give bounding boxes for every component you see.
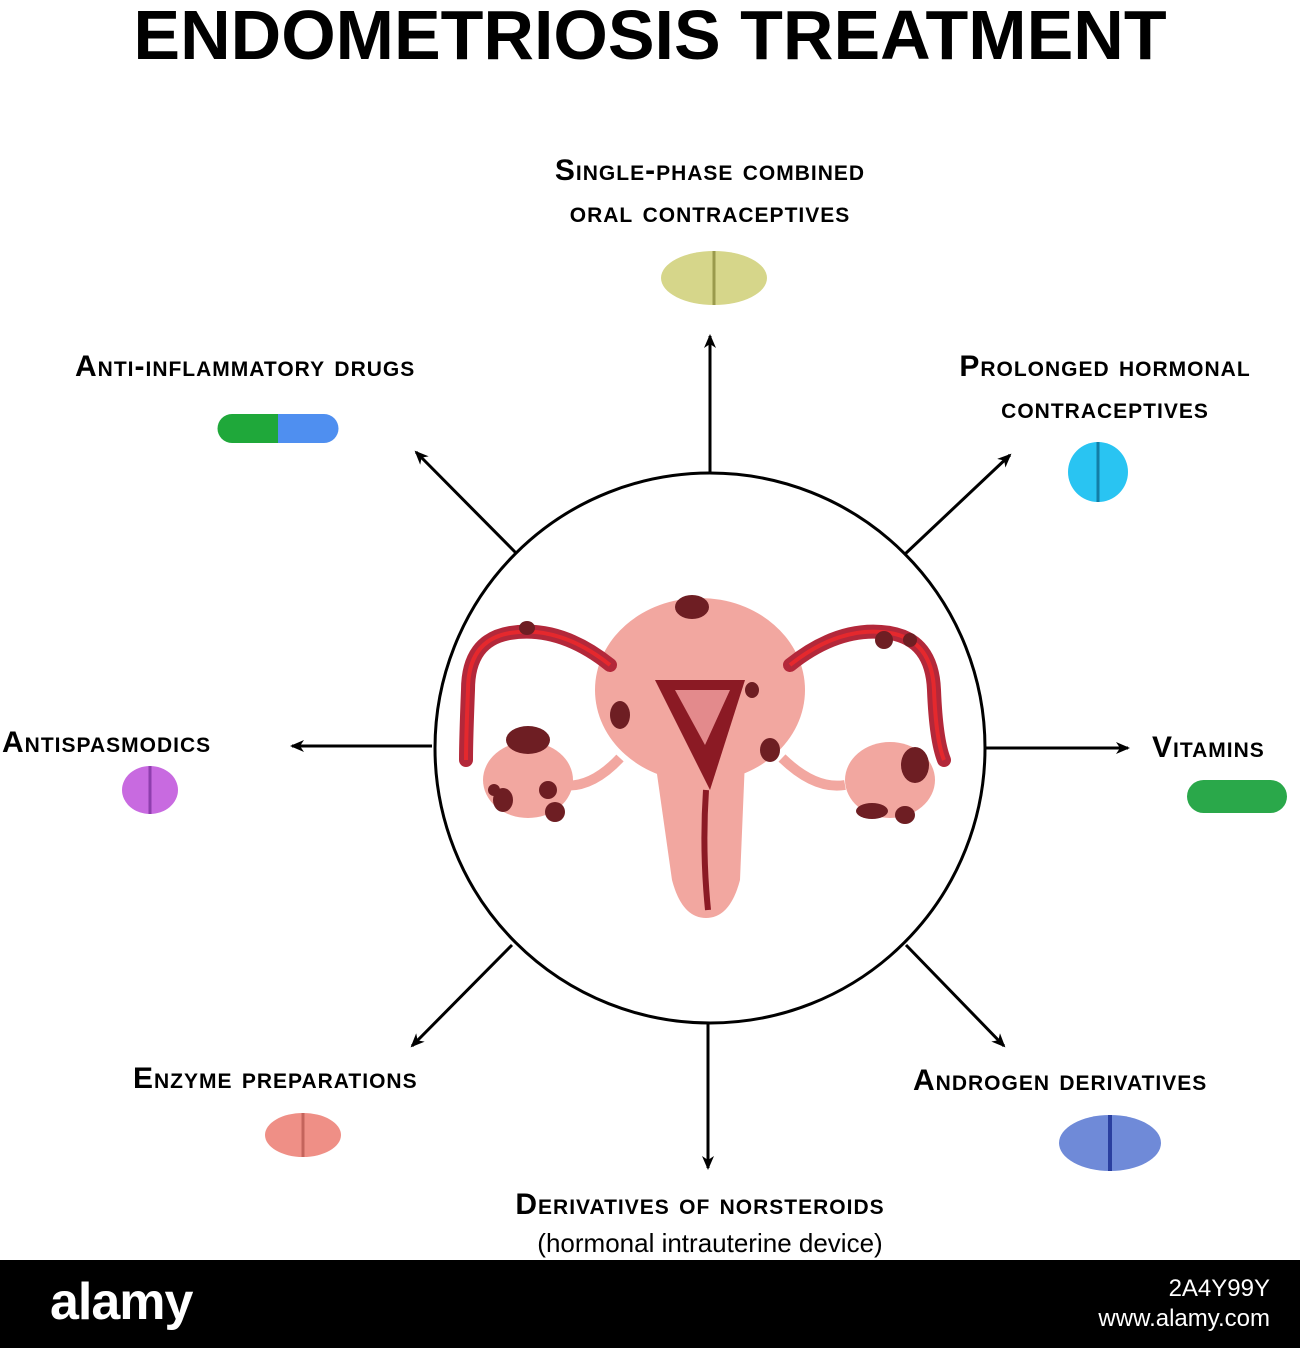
uterus-illustration xyxy=(459,595,951,918)
pill-vitamins xyxy=(1187,780,1287,813)
watermark-footer: alamy 2A4Y99Y www.alamy.com xyxy=(0,1260,1300,1348)
arrow-down-right xyxy=(904,943,1006,1048)
treatment-diagram xyxy=(122,251,1287,1171)
label-enzyme: Enzyme preparations xyxy=(133,1062,418,1095)
pill-single-phase xyxy=(661,251,767,305)
label-prolonged: Prolonged hormonal contraceptives xyxy=(959,350,1251,425)
label-norsteroids: Derivatives of norsteroids xyxy=(515,1188,885,1221)
pill-anti-inflammatory xyxy=(217,414,339,443)
pill-androgen xyxy=(1059,1115,1161,1171)
pill-antispasmodics xyxy=(122,766,178,814)
label-androgen: Androgen derivatives xyxy=(913,1064,1208,1097)
arrow-down-left xyxy=(410,943,514,1048)
label-vitamins: Vitamins xyxy=(1152,731,1265,764)
pill-prolonged xyxy=(1068,442,1128,502)
label-antispasmodics: Antispasmodics xyxy=(2,726,212,759)
arrow-up-right xyxy=(902,453,1012,557)
label-anti-inflammatory: Anti-inflammatory drugs xyxy=(75,350,416,383)
page-title: ENDOMETRIOSIS TREATMENT xyxy=(133,0,1167,74)
label-norsteroids-sub: (hormonal intrauterine device) xyxy=(537,1228,883,1258)
brand-logo: alamy xyxy=(50,1273,193,1331)
arrow-up-left xyxy=(414,450,518,555)
image-code: 2A4Y99Y www.alamy.com xyxy=(1098,1275,1270,1332)
pill-enzyme xyxy=(265,1113,341,1157)
label-single-phase: Single-phase combined oral contraceptive… xyxy=(554,154,866,229)
